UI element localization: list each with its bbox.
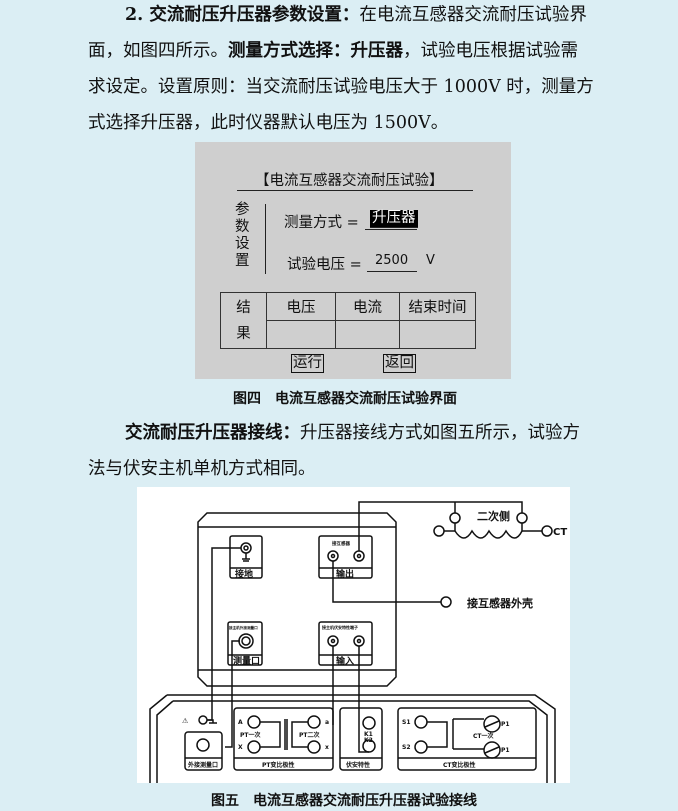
result-table: 结果 电压 电流 结束时间 xyxy=(220,292,476,349)
text: 法与伏安主机单机方式相同。 xyxy=(88,459,316,479)
mode-label: 测量方式 = xyxy=(284,215,359,231)
output-label: 输出 xyxy=(336,568,354,580)
terminal-P1-2: P1 xyxy=(501,747,510,754)
col-voltage: 电压 xyxy=(266,292,336,321)
terminal-K2: K2 xyxy=(364,737,373,744)
text: 面，如图四所示。 xyxy=(88,41,228,61)
terminal-S1: S1 xyxy=(402,719,411,726)
pt-primary-label: PT一次 xyxy=(240,731,261,739)
result-label: 结果 xyxy=(220,292,267,349)
output-top-label: 接互感器 xyxy=(332,540,350,547)
pt-group-label: PT变比极性 xyxy=(262,761,295,769)
ct-label: CT xyxy=(553,527,567,538)
warning-icon: ⚠ xyxy=(182,717,189,725)
back-button[interactable]: 返回 xyxy=(383,354,416,373)
col-current: 电流 xyxy=(335,292,400,321)
ext-measure-label: 外接测量口 xyxy=(187,761,218,769)
text: 升压器接线方式如图五所示，试验方 xyxy=(300,423,580,443)
figure-4-caption: 图四 电流互感器交流耐压试验界面 xyxy=(233,391,457,407)
terminal-S2: S2 xyxy=(402,744,411,751)
ct-secondary: 二次侧 CT xyxy=(358,501,567,551)
figure-5-wiring-diagram: 接地 接互感器 输出 接主机外接测量口 测量口 接主机伏安特性端子 输入 二次侧… xyxy=(137,487,570,783)
measure-top-label: 接主机外接测量口 xyxy=(229,625,258,630)
pt-secondary-label: PT二次 xyxy=(299,731,320,739)
bold-text: 升压器 xyxy=(350,41,404,61)
terminal-x: x xyxy=(325,744,329,751)
figure-5-caption: 图五 电流互感器交流耐压升压器试验接线 xyxy=(211,793,477,809)
measure-port-label: 测量口 xyxy=(233,655,260,667)
param-side-label: 参数设置 xyxy=(235,202,250,269)
ground-label: 接地 xyxy=(235,568,253,580)
terminal-P1: P1 xyxy=(501,721,510,728)
ct-group-label: CT变比极性 xyxy=(443,761,476,769)
input-label: 输入 xyxy=(336,655,354,667)
booster-panel: 接地 接互感器 输出 接主机外接测量口 测量口 接主机伏安特性端子 输入 xyxy=(197,512,397,687)
main-unit-panel: ⚠ 外接测量口 A X a x PT一次 PT二次 PT变比极性 K1 K2 伏… xyxy=(149,694,556,783)
run-button[interactable]: 运行 xyxy=(291,354,324,373)
voltage-value[interactable]: 2500 xyxy=(375,253,409,268)
figure-4-test-screen: 【电流互感器交流耐压试验】 参数设置 测量方式 = 升压器 试验电压 = 250… xyxy=(195,142,511,379)
text: 式选择升压器，此时仪器默认电压为 1500V。 xyxy=(88,113,449,133)
cell xyxy=(266,320,336,349)
text: 求设定。设置原则：当交流耐压试验电压大于 1000V 时，测量方 xyxy=(88,77,594,97)
col-end-time: 结束时间 xyxy=(399,292,476,321)
secondary-label: 二次侧 xyxy=(477,509,510,523)
screen-title: 【电流互感器交流耐压试验】 xyxy=(255,173,444,189)
cell xyxy=(399,320,476,349)
terminal-X: X xyxy=(238,744,243,751)
terminal-K1: K1 xyxy=(364,731,373,738)
voltage-label: 试验电压 = xyxy=(287,257,362,273)
heading-bold: 2. 交流耐压升压器参数设置： xyxy=(125,5,360,25)
input-top-label: 接主机伏安特性端子 xyxy=(322,624,358,630)
cell xyxy=(335,320,400,349)
text: 在电流互感器交流耐压试验界 xyxy=(359,5,587,25)
terminal-A: A xyxy=(238,719,243,726)
bold-text: 测量方式选择： xyxy=(228,41,351,61)
terminal-a: a xyxy=(325,719,329,726)
mode-value[interactable]: 升压器 xyxy=(370,210,418,228)
ct-primary-label: CT一次 xyxy=(473,732,494,740)
bold-text: 交流耐压升压器接线： xyxy=(125,423,300,443)
text: ，试验电压根据试验需 xyxy=(403,41,578,61)
va-group-label: 伏安特性 xyxy=(345,761,370,769)
housing-label: 接互感器外壳 xyxy=(467,596,533,610)
voltage-unit: V xyxy=(426,253,435,268)
